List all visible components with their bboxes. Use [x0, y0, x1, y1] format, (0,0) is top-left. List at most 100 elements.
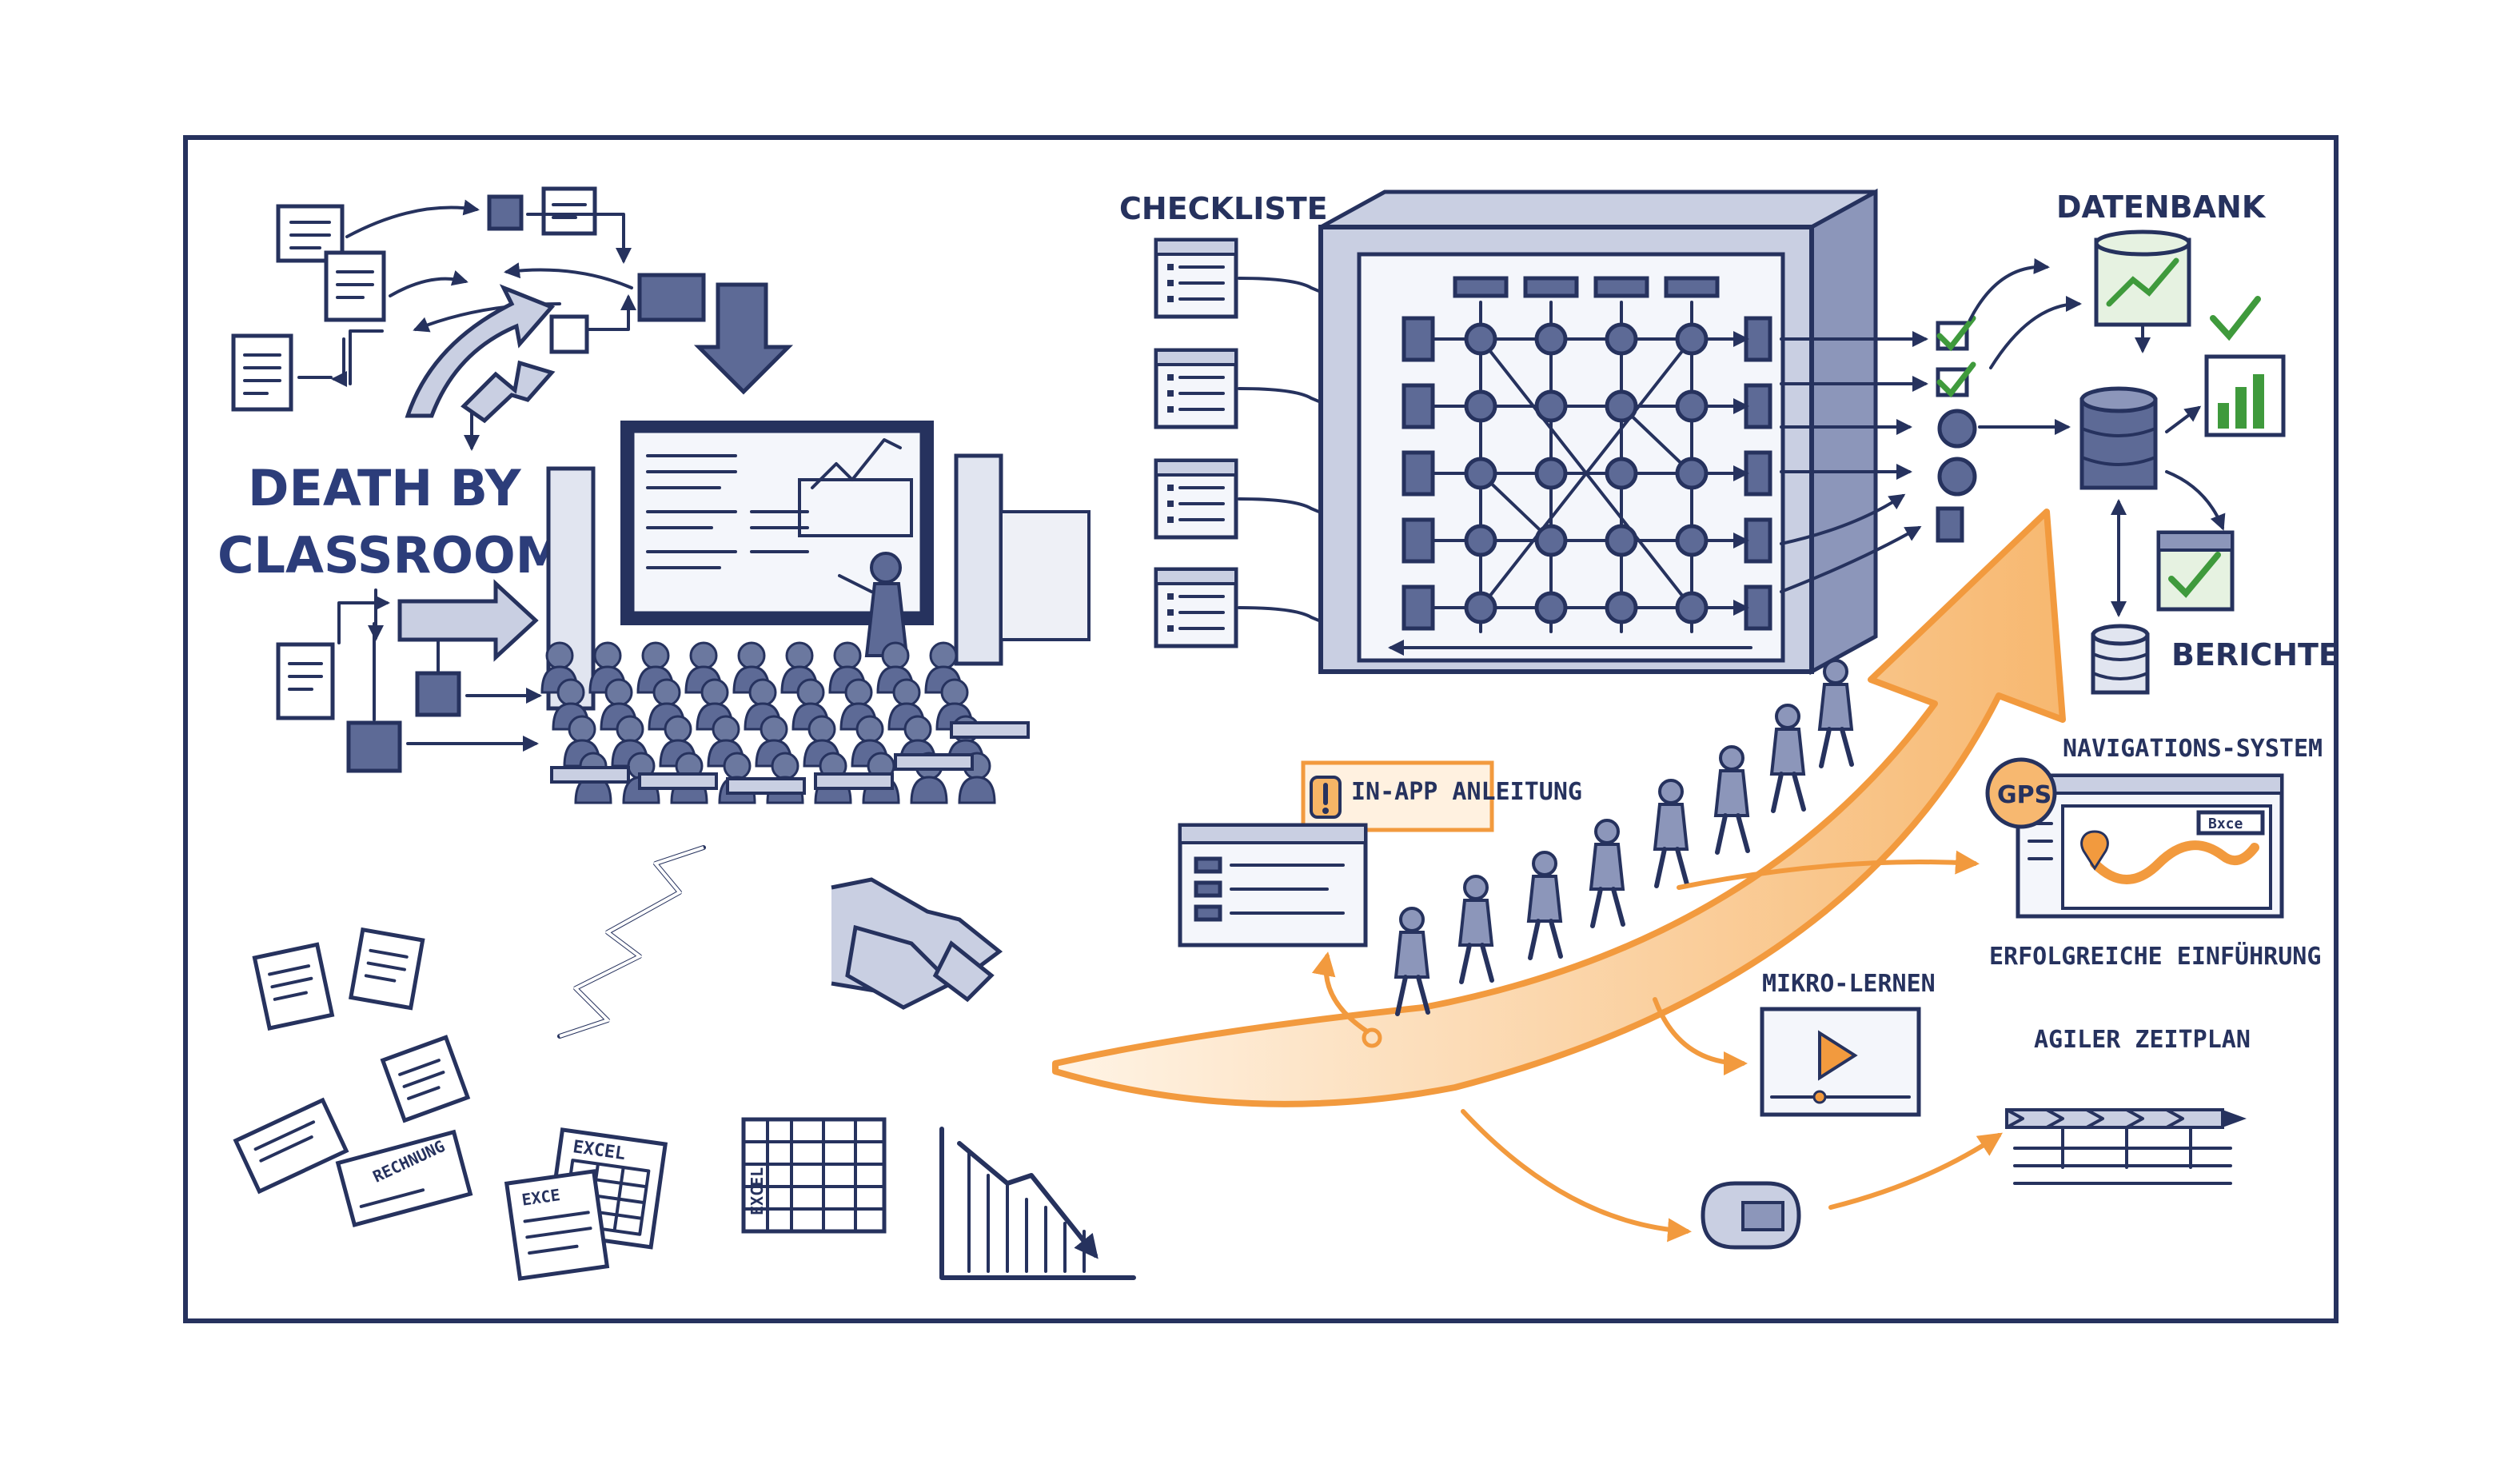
matrix-row-port — [1744, 383, 1772, 429]
desk — [638, 772, 718, 790]
matrix-row-port — [1402, 450, 1435, 497]
matrix-header-cell — [1523, 276, 1579, 298]
walking-person — [1394, 907, 1430, 1016]
matrix-node — [1605, 591, 1638, 624]
checklist-icon — [1154, 567, 1410, 660]
matrix-node — [1534, 322, 1568, 356]
flow-arrow — [504, 262, 633, 289]
desk — [550, 766, 630, 784]
walking-person — [1653, 779, 1689, 888]
map-tag-label: Bxce — [2208, 816, 2243, 832]
checkliste-label: CHECKLISTE — [1119, 191, 1328, 226]
desk — [814, 772, 894, 790]
gps-pin-icon — [2080, 830, 2109, 871]
window — [999, 510, 1091, 641]
flow-arrow — [297, 337, 344, 379]
audience-person — [593, 641, 622, 670]
matrix-node — [1464, 457, 1497, 490]
matrix-node — [1605, 524, 1638, 557]
audience-person — [616, 715, 644, 744]
walking-person — [1526, 851, 1563, 960]
flow-arrow — [526, 213, 632, 264]
floor-crack — [557, 845, 706, 1039]
matrix-row-port — [1744, 316, 1772, 362]
flow-arrow — [349, 329, 384, 385]
audience-person — [568, 715, 596, 744]
matrix-node — [1534, 457, 1568, 490]
process-block — [549, 314, 589, 354]
audience-person — [807, 715, 836, 744]
document-flow-cluster — [231, 186, 794, 773]
matrix-node — [1464, 389, 1497, 423]
matrix-node — [1534, 389, 1568, 423]
orange-arrow — [1311, 951, 1370, 1034]
audience-person — [833, 641, 862, 670]
document-icon — [231, 333, 293, 412]
audience-person — [892, 678, 921, 707]
matrix-row-port — [1744, 584, 1772, 631]
datenbank-label: DATENBANK — [2056, 189, 2267, 225]
screen-content — [632, 430, 923, 614]
agiler-label: AGILER ZEITPLAN — [2034, 1026, 2251, 1054]
gps-label: GPS — [1997, 781, 2051, 809]
database-small-icon — [2091, 624, 2150, 695]
audience-person — [785, 641, 814, 670]
audience-person — [844, 678, 873, 707]
gps-map-window: Bxce — [2016, 773, 2284, 919]
thick-down-arrow — [693, 282, 794, 395]
status-node — [1937, 409, 1977, 449]
presenter — [870, 552, 902, 584]
audience-person — [855, 715, 884, 744]
timeline-icon — [2005, 1108, 2247, 1185]
matrix-header-cell — [1664, 276, 1720, 298]
walking-person — [1817, 659, 1854, 768]
checkmark-icon — [1936, 315, 1976, 352]
audience-person — [796, 678, 825, 707]
orange-arrow — [1653, 997, 1748, 1075]
app-window-icon — [1178, 823, 1368, 947]
matrix-node — [1675, 389, 1709, 423]
process-block — [415, 671, 461, 717]
audience-person — [723, 752, 752, 780]
audience-person — [545, 641, 574, 670]
walking-person — [1713, 745, 1750, 855]
audience-person — [903, 715, 932, 744]
matrix-row-port — [1402, 584, 1435, 631]
matrix-node — [1534, 524, 1568, 557]
bar-chart-icon — [2204, 296, 2286, 437]
gps-badge: GPS — [1985, 757, 2057, 829]
navigation-label: NAVIGATIONS-SYSTEM — [2063, 735, 2323, 763]
audience-person — [689, 641, 718, 670]
matrix-node — [1464, 322, 1497, 356]
desk — [950, 721, 1030, 739]
document-icon — [541, 186, 597, 236]
flow-arrow — [337, 595, 390, 644]
mikro-label: MIKRO-LERNEN — [1762, 970, 1936, 998]
matrix-row-port — [1744, 517, 1772, 564]
report-icon — [2156, 530, 2235, 612]
matrix-node — [1464, 524, 1497, 557]
audience-person — [556, 678, 585, 707]
audience-person — [771, 752, 799, 780]
document-icon — [276, 642, 335, 720]
audience-person — [641, 641, 670, 670]
checkmark-icon — [1936, 361, 1976, 398]
matrix-node — [1534, 591, 1568, 624]
checklist-icon — [1154, 348, 1410, 441]
thick-curved-arrow — [405, 284, 556, 418]
title-line-2: CLASSROOM — [217, 526, 564, 584]
frame-border — [183, 135, 2339, 1323]
excel-grid-sheet: EXCEL — [741, 1117, 887, 1234]
database-icon — [2079, 386, 2158, 490]
audience-person — [652, 678, 681, 707]
walking-person — [1457, 875, 1494, 984]
flow-arrow — [389, 269, 469, 297]
matrix-output-arrows — [1780, 331, 1928, 593]
trend-down-chart-icon — [939, 1127, 1136, 1280]
audience-person — [664, 715, 692, 744]
orange-arrow — [1677, 850, 1980, 890]
status-node — [1937, 457, 1977, 497]
column-right — [954, 453, 1003, 666]
in-app-label: IN-APP ANLEITUNG — [1351, 778, 1582, 806]
